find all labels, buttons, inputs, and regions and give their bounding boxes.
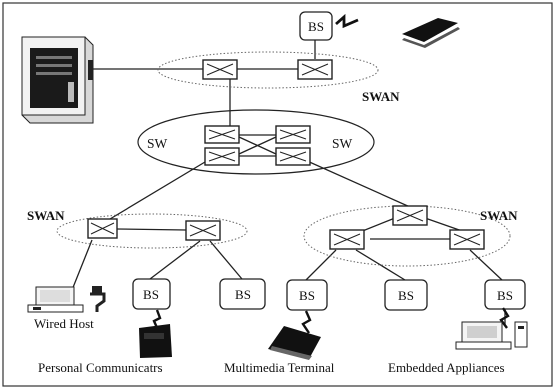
switch: [393, 206, 427, 225]
switch: [330, 230, 364, 249]
bs-label: BS: [143, 287, 159, 302]
wireless-link-icon: [336, 17, 358, 26]
bs-label: BS: [235, 287, 251, 302]
bs-label: BS: [299, 288, 315, 303]
base-station: BS: [287, 280, 327, 310]
swan-top-boundary: [158, 52, 378, 88]
switch: [88, 219, 117, 238]
bs-label: BS: [497, 288, 513, 303]
switch: [203, 60, 237, 79]
embedded-appliances-label: Embedded Appliances: [388, 360, 505, 375]
switch: [450, 230, 484, 249]
bs-label: BS: [398, 288, 414, 303]
base-station: BS: [133, 279, 170, 309]
sw-right-label: SW: [332, 136, 353, 151]
wired-host-label: Wired Host: [34, 316, 94, 331]
embedded-appliance-icon: [456, 308, 527, 349]
base-station: BS: [485, 280, 525, 309]
swan-left-label: SWAN: [27, 208, 65, 223]
sw-left-label: SW: [147, 136, 168, 151]
base-station-top: BS: [300, 12, 332, 40]
base-station: BS: [385, 280, 427, 310]
swan-right-label: SWAN: [480, 208, 518, 223]
swan-top-label: SWAN: [362, 89, 400, 104]
handheld-communicator-icon: [139, 310, 172, 358]
base-station: BS: [220, 279, 265, 309]
bs-label: BS: [308, 19, 324, 34]
switch: [298, 60, 332, 79]
personal-communicators-label: Personal Communicatrs: [38, 360, 163, 375]
switch: [186, 221, 220, 240]
server-icon: [22, 37, 93, 123]
multimedia-terminal-label: Multimedia Terminal: [224, 360, 335, 375]
laptop-icon: [402, 18, 460, 48]
core-switch-fabric: [205, 126, 310, 165]
desktop-computer-icon: [28, 286, 104, 312]
tablet-terminal-icon: [268, 311, 321, 360]
